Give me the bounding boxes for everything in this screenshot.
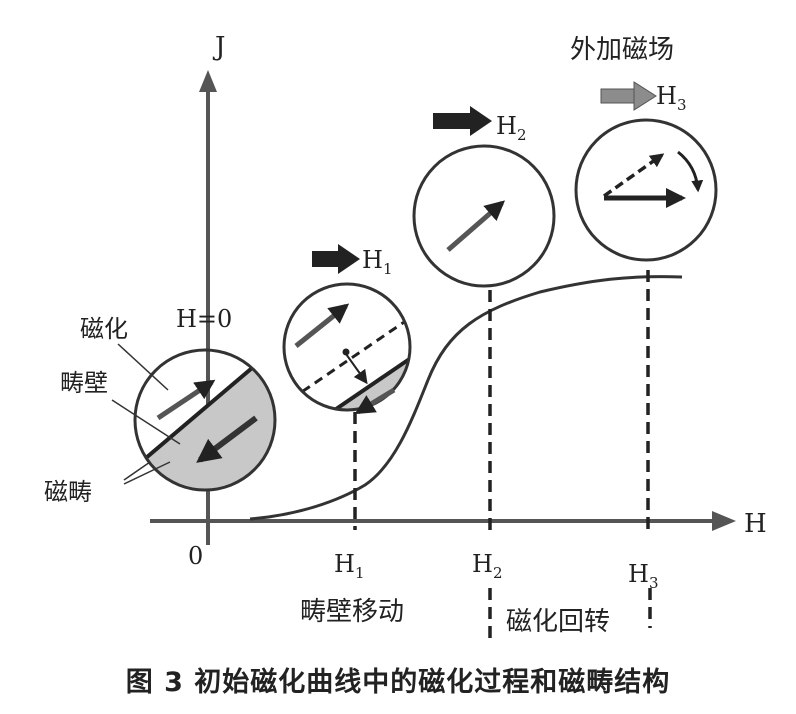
region-label-rotation: 磁化回转 [506, 607, 610, 637]
y-axis-label: J [212, 32, 225, 62]
domain-circle-h3 [574, 118, 718, 262]
label-magnetization: 磁化 [80, 315, 128, 343]
domain-circle-h2 [412, 144, 556, 288]
label-domain-wall: 畴壁 [60, 369, 108, 397]
h1-field-label: H1 [362, 246, 392, 278]
h2-field-label: H2 [496, 112, 526, 144]
domain-circle-h1 [282, 282, 412, 415]
label-magnetic-domain: 磁畴 [44, 478, 92, 506]
leader-domain-a [123, 461, 151, 481]
tick-label-h2: H2 [472, 550, 502, 582]
h1-field-arrow [312, 244, 360, 274]
x-axis-label: H [744, 509, 767, 539]
h-zero-label: H=0 [176, 305, 232, 333]
magnetization-curve [249, 275, 683, 521]
leader-magnetization [117, 343, 169, 391]
tick-label-h1: H1 [334, 550, 364, 582]
h3-field-arrow [600, 81, 657, 111]
leader-domain-b [123, 461, 171, 485]
external-field-label: 外加磁场 [570, 35, 674, 65]
h2-field-arrow [433, 106, 492, 136]
figure-caption: 图 3 初始磁化曲线中的磁化过程和磁畴结构 [125, 667, 671, 698]
tick-label-h3: H3 [628, 560, 658, 592]
leader-domain-wall [111, 399, 181, 445]
h3-field-label: H3 [656, 82, 686, 114]
origin-label: 0 [188, 542, 203, 570]
x-axis [150, 511, 736, 531]
region-label-wall-motion: 畴壁移动 [300, 597, 404, 627]
